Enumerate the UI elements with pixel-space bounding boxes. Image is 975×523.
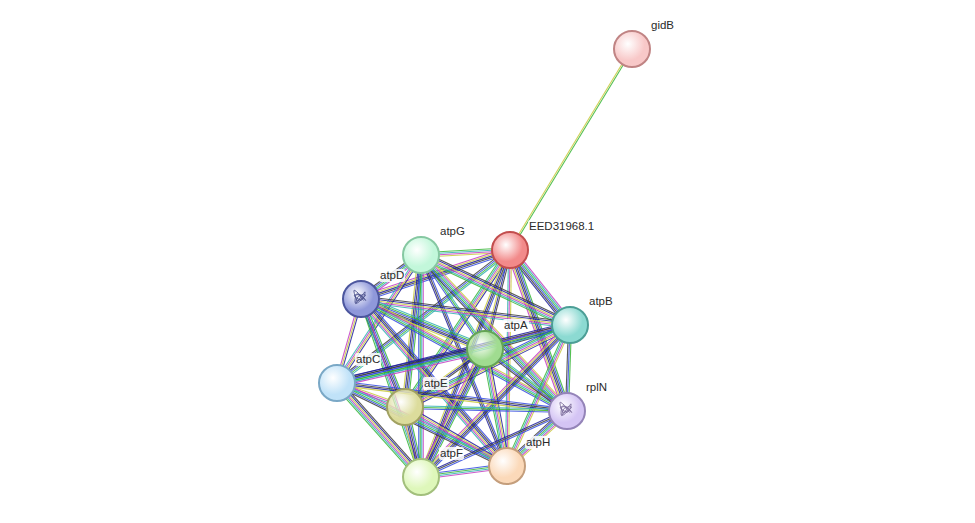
evidence-strand — [377, 268, 408, 291]
interaction-edge — [439, 466, 490, 477]
interaction-edge — [498, 358, 554, 402]
evidence-strand — [406, 425, 414, 460]
evidence-strand — [342, 316, 356, 365]
evidence-strand — [438, 261, 554, 316]
evidence-strand — [501, 358, 554, 398]
protein-node: rplN — [548, 392, 586, 430]
node-label: atpA — [503, 319, 529, 332]
structure-picture — [550, 394, 584, 428]
evidence-strand — [423, 409, 549, 412]
node-label: atpC — [355, 353, 381, 366]
node-label: gidB — [650, 19, 675, 32]
evidence-strand — [436, 265, 552, 320]
protein-node: atpB — [551, 306, 589, 344]
evidence-strand — [491, 366, 506, 448]
evidence-strand — [439, 466, 489, 472]
evidence-strand — [566, 343, 568, 393]
structure-squiggle — [354, 290, 366, 303]
node-label: atpB — [588, 295, 614, 308]
node-label: atpH — [525, 436, 551, 449]
interaction-edge — [423, 406, 549, 412]
evidence-strand — [354, 349, 467, 375]
protein-node: atpF — [402, 458, 440, 496]
protein-node: atpC — [318, 364, 356, 402]
interaction-edge — [519, 64, 624, 235]
evidence-strand — [519, 64, 622, 234]
evidence-strand — [439, 468, 489, 474]
evidence-strand — [500, 359, 553, 399]
node-label: atpD — [379, 269, 405, 282]
evidence-strand — [498, 362, 551, 402]
interaction-edge — [419, 330, 555, 403]
interaction-edge — [566, 343, 571, 393]
node-label: atpG — [439, 225, 466, 238]
evidence-strand — [341, 316, 355, 365]
node-label: atpF — [439, 447, 464, 460]
evidence-strand — [439, 249, 492, 252]
protein-node: EED31968.1 — [491, 231, 529, 269]
interaction-edge — [376, 302, 469, 345]
structure-squiggle — [560, 402, 572, 415]
protein-node: atpA — [466, 330, 504, 368]
evidence-strand — [520, 65, 623, 235]
structure-picture — [344, 282, 378, 316]
node-label: atpE — [423, 377, 449, 390]
node-label: EED31968.1 — [528, 220, 595, 233]
interaction-edge — [518, 262, 561, 314]
protein-node: atpE — [386, 388, 424, 426]
evidence-strand — [439, 469, 489, 475]
node-label: rplN — [585, 381, 608, 394]
evidence-strand — [499, 360, 552, 400]
protein-node: atpG — [402, 236, 440, 274]
evidence-strand — [519, 422, 552, 453]
interaction-edge — [355, 383, 550, 411]
evidence-strand — [437, 263, 553, 318]
evidence-strand — [408, 425, 416, 460]
evidence-strand — [518, 420, 551, 451]
evidence-strand — [520, 423, 553, 454]
protein-node: atpD — [342, 280, 380, 318]
protein-node: atpH — [488, 447, 526, 485]
evidence-strand — [420, 331, 553, 397]
interaction-edge — [354, 349, 469, 382]
protein-node: gidB — [613, 30, 651, 68]
interaction-edge — [406, 424, 420, 460]
